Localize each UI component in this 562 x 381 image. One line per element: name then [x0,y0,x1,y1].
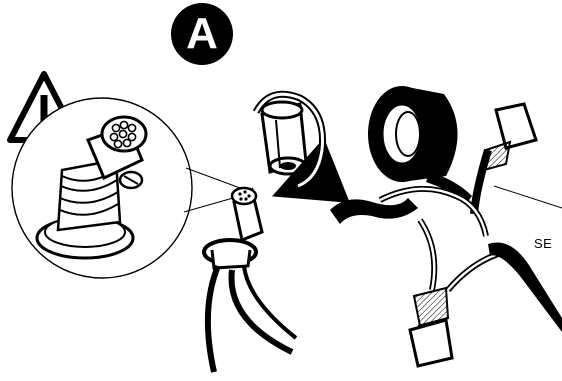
connector-plug [204,188,296,372]
coupling-nut [262,102,306,174]
step-badge: A [171,3,233,65]
callout-label: SE [534,236,562,251]
